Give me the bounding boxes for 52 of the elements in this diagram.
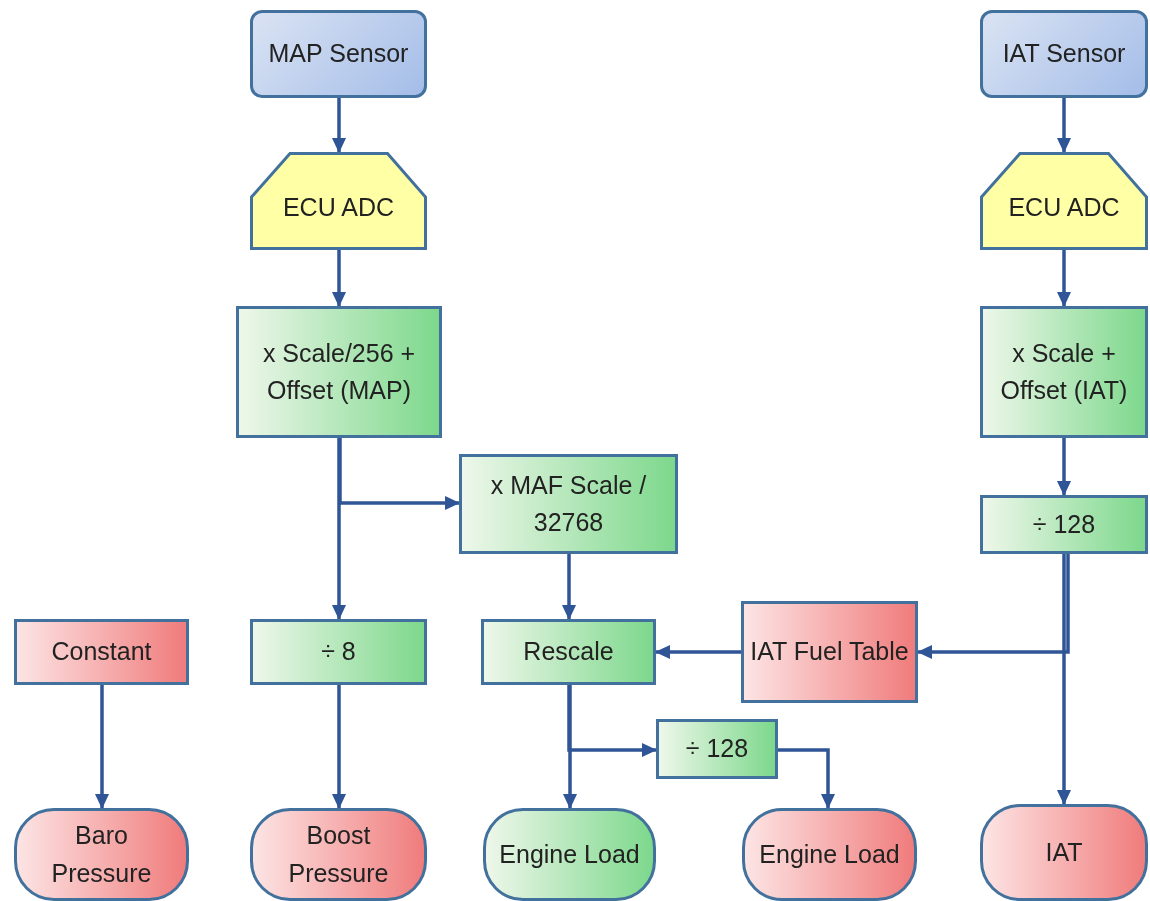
node-label: ECU ADC	[1007, 192, 1121, 224]
process-box	[459, 454, 678, 554]
arrow	[1057, 98, 1071, 153]
node-label: IAT Sensor	[1001, 38, 1127, 70]
output-terminal	[14, 808, 189, 901]
node-label: ÷ 8	[320, 636, 357, 668]
process-box	[250, 619, 427, 685]
process-box	[980, 495, 1148, 554]
arrow	[1057, 554, 1071, 805]
arrow	[917, 554, 1070, 659]
arrow	[567, 685, 657, 757]
process-box	[14, 619, 189, 685]
adc-box	[980, 152, 1148, 250]
output-terminal	[742, 808, 917, 901]
process-box	[656, 719, 778, 779]
node-label: ÷ 128	[684, 733, 750, 765]
arrow	[332, 98, 346, 153]
arrow	[1057, 438, 1071, 496]
arrow	[655, 645, 741, 659]
output-terminal	[980, 804, 1148, 901]
process-box	[741, 601, 918, 703]
node-label: Engine Load	[758, 838, 901, 870]
process-box	[980, 306, 1148, 438]
node-label: x MAF Scale / 32768	[489, 469, 648, 538]
node-label: IAT Fuel Table	[749, 636, 910, 668]
arrow	[778, 748, 835, 809]
node-label: Constant	[50, 636, 153, 668]
node-label: ÷ 128	[1031, 508, 1097, 540]
arrow	[332, 438, 346, 620]
node-label: IAT	[1044, 836, 1084, 868]
node-label: x Scale/256 + Offset (MAP)	[261, 337, 417, 406]
node-label: Boost Pressure	[287, 820, 390, 889]
process-box	[481, 619, 656, 685]
node-label: ECU ADC	[281, 192, 396, 224]
node-label: Engine Load	[498, 838, 641, 870]
arrow	[332, 685, 346, 809]
node-label: x Scale + Offset (IAT)	[999, 337, 1129, 406]
arrow	[95, 685, 109, 809]
sensor-box	[980, 10, 1148, 98]
arrow	[338, 438, 460, 510]
arrow	[332, 250, 346, 307]
output-terminal	[250, 808, 427, 901]
output-terminal	[483, 808, 656, 901]
process-box	[236, 306, 442, 438]
arrow	[1057, 250, 1071, 307]
arrow	[562, 554, 576, 620]
sensor-box	[250, 10, 427, 98]
node-label: Rescale	[522, 636, 615, 668]
node-label: Baro Pressure	[50, 820, 153, 889]
node-label: MAP Sensor	[267, 38, 410, 70]
arrow	[563, 685, 577, 809]
adc-box	[250, 152, 427, 250]
